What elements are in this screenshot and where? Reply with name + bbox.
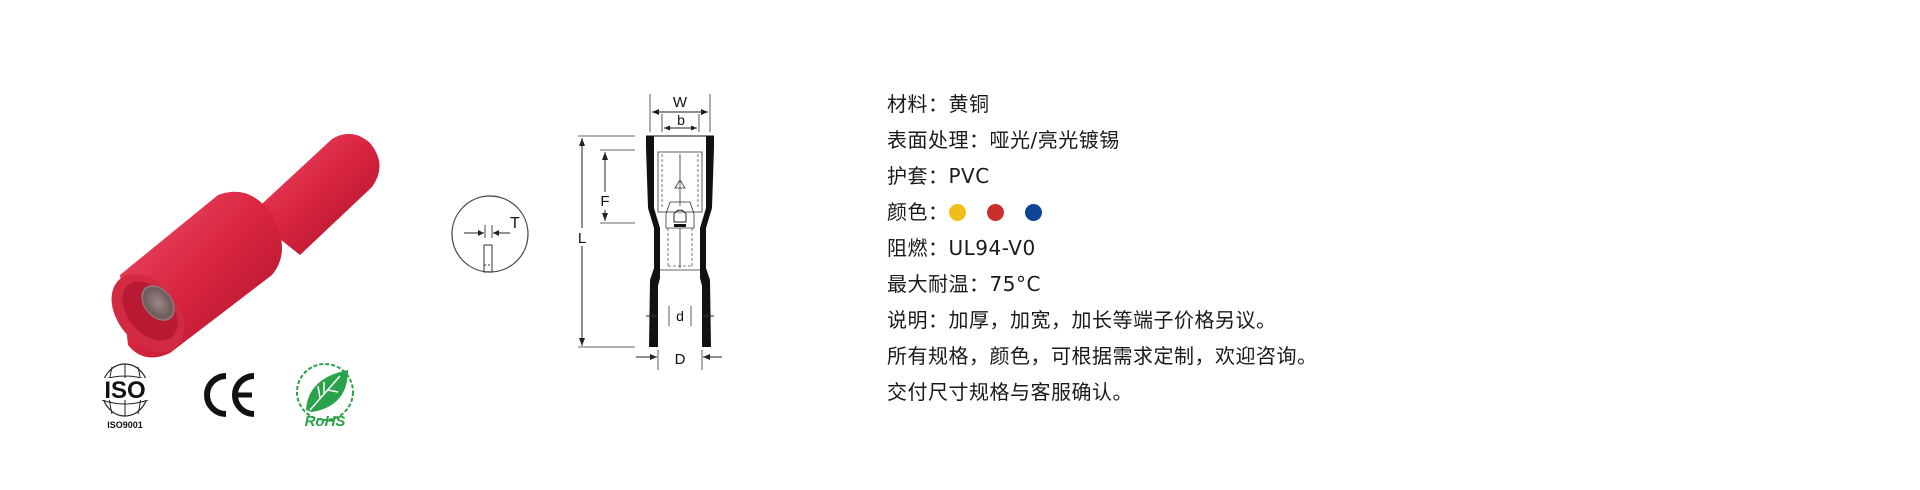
certification-logos: ISO ISO9001 RoHS	[90, 362, 390, 432]
iso-logo: ISO ISO9001	[90, 362, 160, 436]
iso-text: ISO	[104, 377, 145, 404]
svg-text:ISO9001: ISO9001	[107, 420, 143, 430]
spec-list: 材料：黄铜 表面处理：哑光/亮光镀锡 护套：PVC 颜色： 阻燃：UL94-V0…	[887, 86, 1318, 410]
cross-section-detail: T	[440, 185, 550, 295]
spec-note-1: 说明：加厚，加宽，加长等端子价格另议。	[887, 308, 1277, 332]
spec-sleeve: 护套：PVC	[887, 158, 1318, 194]
rohs-text: RoHS	[305, 413, 346, 430]
svg-text:L: L	[578, 230, 586, 247]
color-swatch-blue	[1024, 204, 1042, 221]
spec-value: 哑光/亮光镀锡	[989, 128, 1120, 152]
spec-label: 材料：	[887, 92, 949, 116]
svg-text:d: d	[676, 308, 684, 324]
technical-drawing: W b L F	[570, 88, 745, 373]
spec-label: 阻燃：	[887, 236, 949, 260]
spec-value: PVC	[948, 164, 990, 188]
svg-text:T: T	[510, 215, 520, 232]
svg-text:W: W	[673, 94, 688, 111]
svg-text:D: D	[675, 351, 686, 368]
spec-label: 最大耐温：	[887, 272, 990, 296]
spec-colors: 颜色：	[887, 194, 1318, 230]
spec-flame: 阻燃：UL94-V0	[887, 230, 1318, 266]
spec-value: 75°C	[989, 272, 1041, 296]
color-swatch-yellow	[948, 204, 966, 221]
spec-value: UL94-V0	[948, 236, 1036, 260]
color-swatch-red	[986, 204, 1004, 221]
spec-label: 护套：	[887, 164, 949, 188]
spec-max-temp: 最大耐温：75°C	[887, 266, 1318, 302]
spec-label: 颜色：	[887, 200, 949, 224]
spec-value: 黄铜	[948, 92, 990, 116]
rohs-logo: RoHS	[290, 360, 360, 434]
ce-logo	[200, 370, 260, 424]
spec-label: 表面处理：	[887, 128, 990, 152]
svg-text:F: F	[600, 193, 609, 210]
spec-note-3: 交付尺寸规格与客服确认。	[887, 380, 1133, 404]
spec-surface: 表面处理：哑光/亮光镀锡	[887, 122, 1318, 158]
product-photo	[100, 125, 410, 365]
spec-material: 材料：黄铜	[887, 86, 1318, 122]
spec-note-2: 所有规格，颜色，可根据需求定制，欢迎咨询。	[887, 344, 1318, 368]
svg-text:b: b	[677, 112, 685, 128]
